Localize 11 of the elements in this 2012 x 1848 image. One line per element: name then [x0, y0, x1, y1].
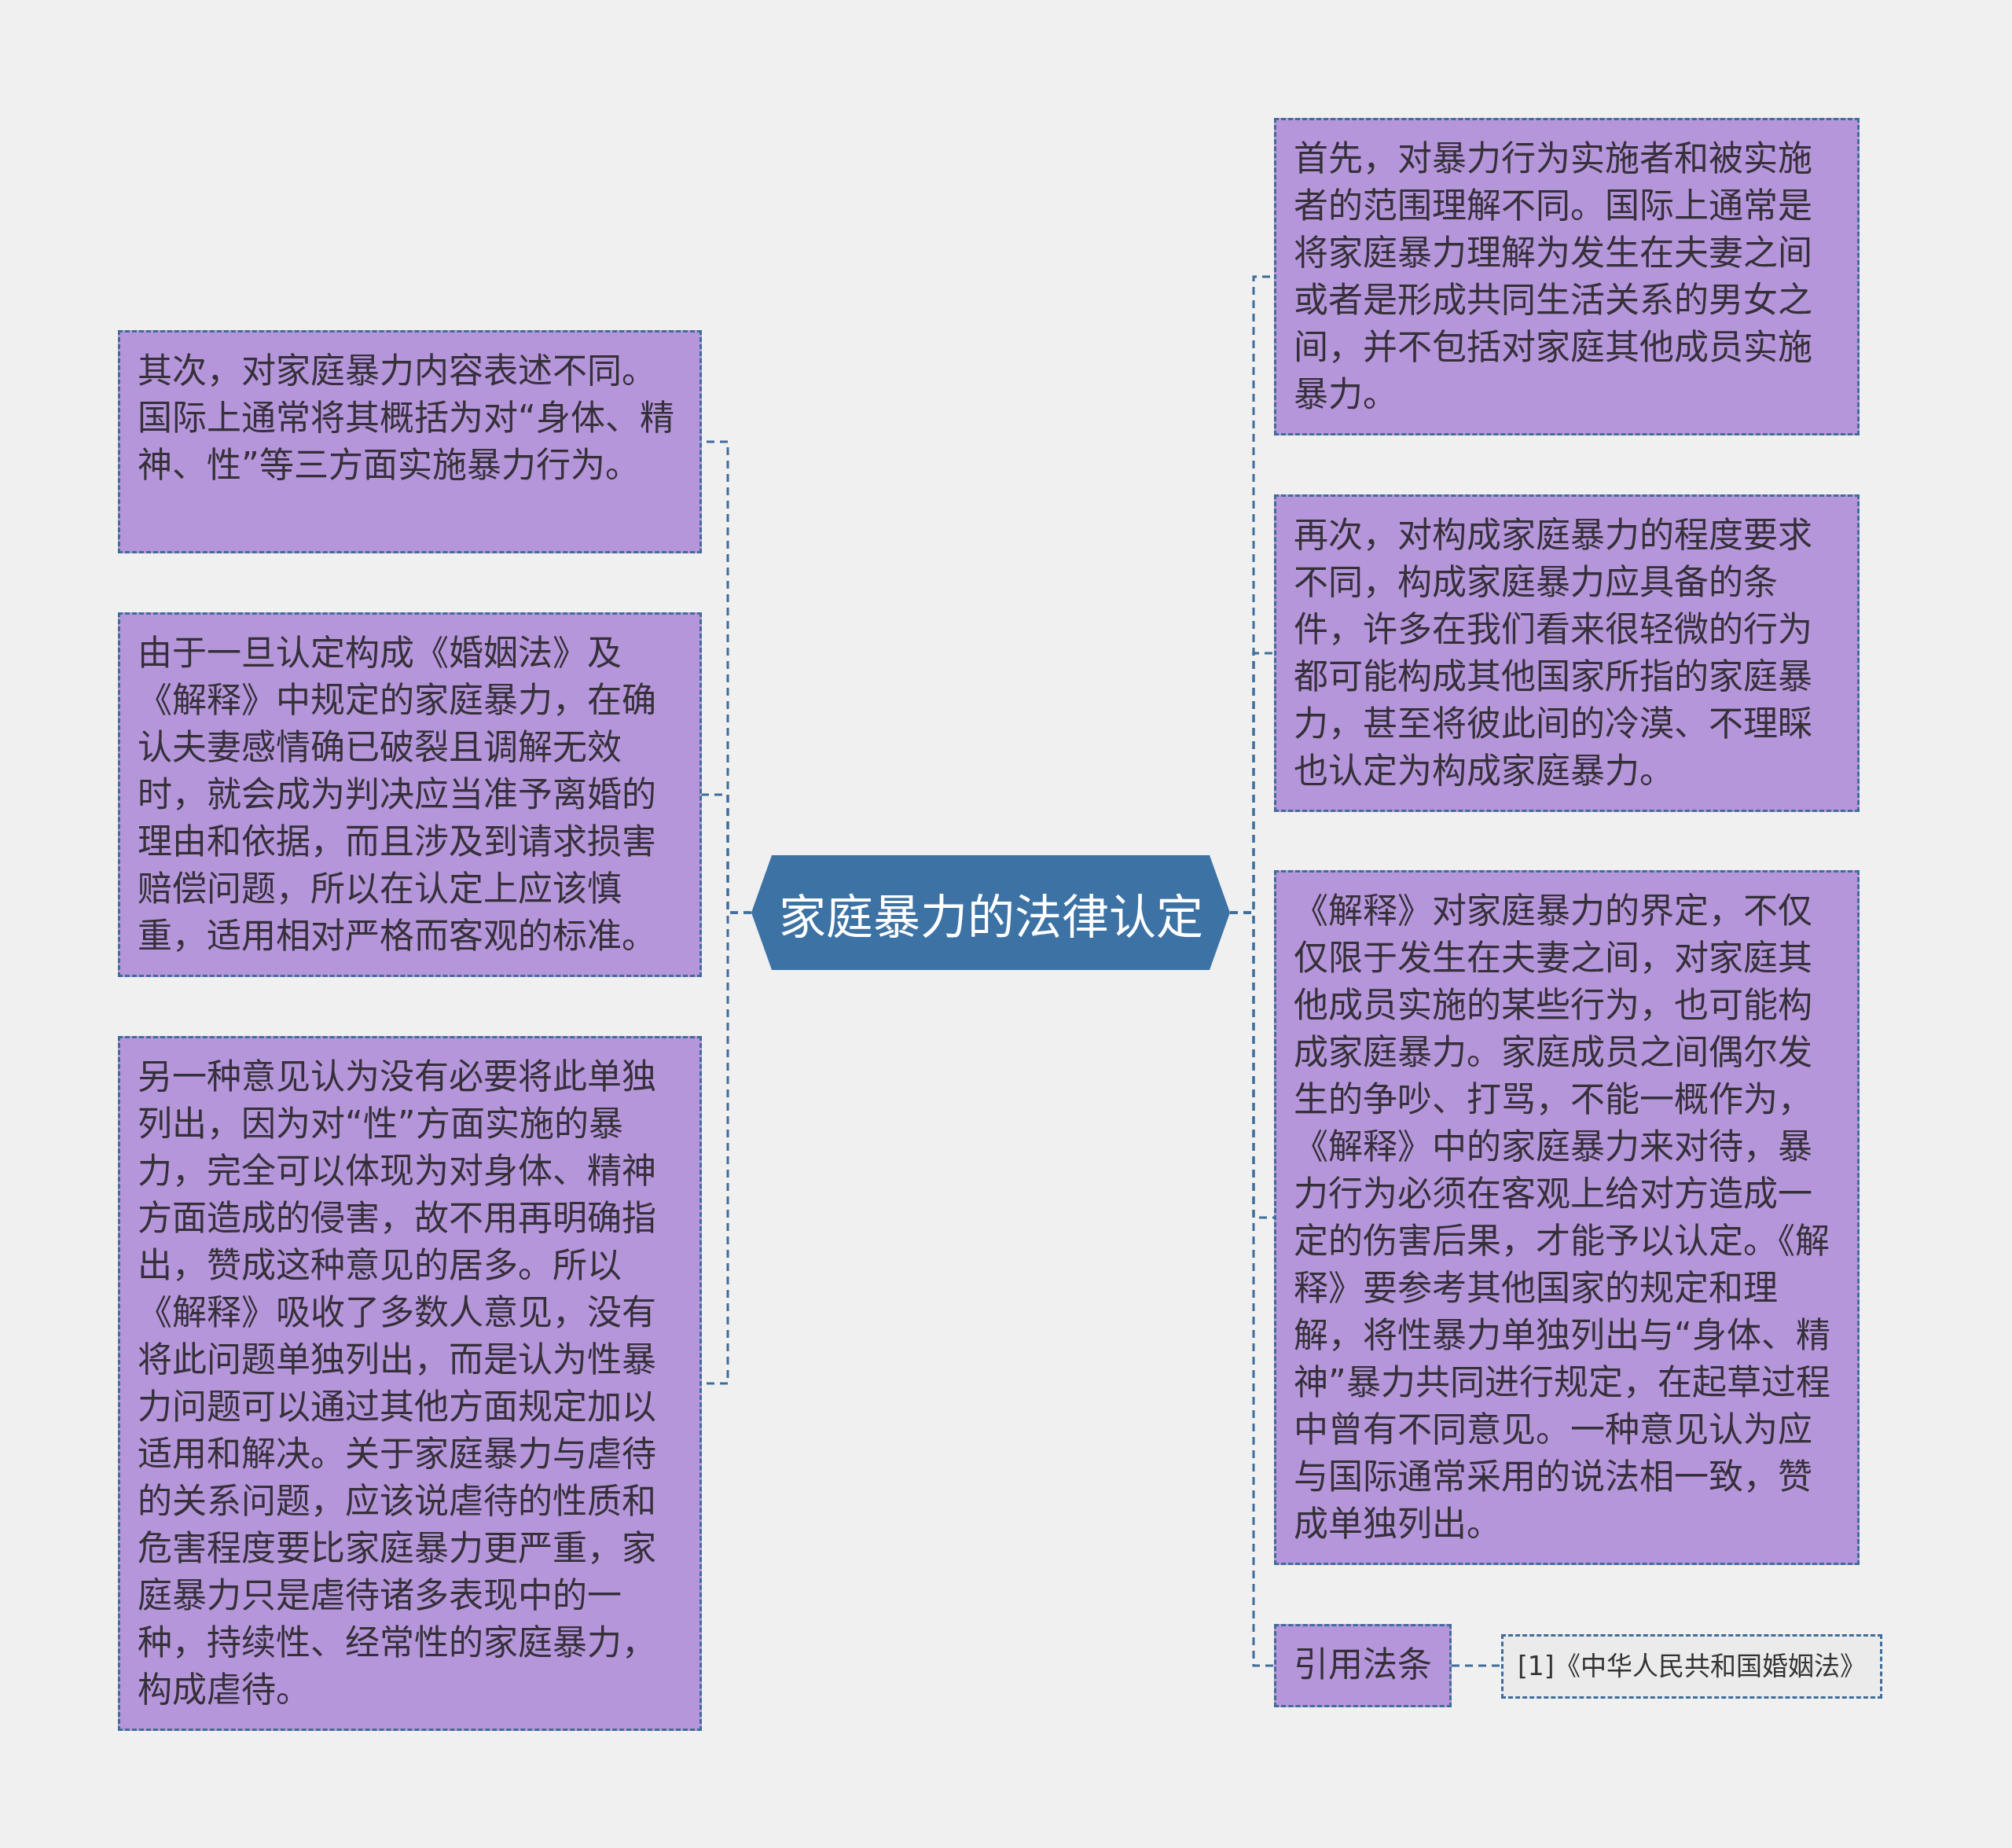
connector	[1452, 1664, 1501, 1667]
text-box: 由于一旦认定构成《婚姻法》及《解释》中规定的家庭暴力，在确认夫妻感情确已破裂且调解无效时，就会成为判决应当准予离婚的理由和依据，而且涉及到请求损害赔偿问题，所以在认定上应该慎重，适用相对严格而客观的标准。	[118, 612, 702, 977]
text-box: 另一种意见认为没有必要将此单独列出，因为对“性”方面实施的暴力，完全可以体现为对身体、精神方面造成的侵害，故不用再明确指出，赞成这种意见的居多。所以《解释》吸收了多数人意见，没有将此问题单独列出，而是认为性暴力问题可以通过其他方面规定加以适用和解决。关于家庭暴力与虐待的关系问题，应该说虐待的性质和危害程度要比家庭暴力更严重，家庭暴力只是虐待诸多表现中的一种，持续性、经常性的家庭暴力，构成虐待。	[118, 1036, 702, 1731]
text-box: 再次，对构成家庭暴力的程度要求不同，构成家庭暴力应具备的条件，许多在我们看来很轻微的行为都可能构成其他国家所指的家庭暴力，甚至将彼此间的冷漠、不理睬也认定为构成家庭暴力。	[1274, 494, 1860, 812]
text-box: 首先，对暴力行为实施者和被实施者的范围理解不同。国际上通常是将家庭暴力理解为发生在夫妻之间或者是形成共同生活关系的男女之间，并不包括对家庭其他成员实施暴力。	[1274, 118, 1860, 435]
reference-box: [1]《中华人民共和国婚姻法》	[1501, 1634, 1882, 1699]
text-box: 其次，对家庭暴力内容表述不同。国际上通常将其概括为对“身体、精神、性”等三方面实施暴力行为。	[118, 330, 702, 553]
connector	[1230, 911, 1274, 1667]
topic-hexagon: 家庭暴力的法律认定	[751, 855, 1230, 970]
text-box: 《解释》对家庭暴力的界定，不仅仅限于发生在夫妻之间，对家庭其他成员实施的某些行为，也可能构成家庭暴力。家庭成员之间偶尔发生的争吵、打骂，不能一概作为，《解释》中的家庭暴力来对待，暴力行为必须在客观上给对方造成一定的伤害后果，才能予以认定。《解释》要参考其他国家的规定和理解，将性暴力单独列出与“身体、精神”暴力共同进行规定，在起草过程中曾有不同意见。一种意见认为应与国际通常采用的说法相一致，赞成单独列出。	[1274, 870, 1860, 1565]
text-box: 引用法条	[1274, 1624, 1452, 1707]
